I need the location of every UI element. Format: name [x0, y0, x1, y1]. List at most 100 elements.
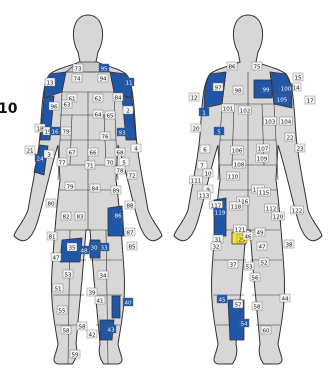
back-region-number-110: 110	[228, 174, 239, 180]
back-region-number-47: 47	[258, 244, 266, 250]
back-region-number-44: 44	[281, 296, 289, 302]
back-region-number-54: 54	[240, 321, 248, 327]
front-region-number-77: 77	[58, 160, 66, 166]
back-region-number-120: 120	[273, 214, 284, 220]
back-region-number-75: 75	[253, 64, 261, 70]
front-region-number-24: 24	[36, 156, 44, 162]
front-region-number-95: 95	[100, 66, 108, 72]
front-region-number-65: 65	[106, 113, 114, 119]
back-region-number-32: 32	[212, 244, 219, 250]
back-region-number-100: 100	[281, 86, 292, 92]
front-region-number-84: 84	[114, 95, 122, 101]
front-region-number-62: 62	[94, 96, 101, 102]
front-thigh-right-zone	[108, 206, 124, 236]
front-figure	[14, 15, 162, 364]
front-region-number-94: 94	[99, 76, 107, 82]
back-region-number-49: 49	[256, 230, 264, 236]
back-region-number-106: 106	[232, 148, 243, 154]
front-region-number-68: 68	[116, 150, 124, 156]
back-region-number-112: 112	[266, 206, 277, 212]
front-region-number-4: 4	[134, 146, 138, 152]
front-region-number-73: 73	[74, 66, 82, 72]
back-region-number-38: 38	[285, 242, 293, 248]
back-region-number-58: 58	[253, 304, 261, 310]
back-region-number-105: 105	[277, 97, 288, 103]
front-region-number-96: 96	[50, 104, 58, 110]
front-region-number-72: 72	[128, 173, 135, 179]
front-region-number-59: 59	[71, 352, 79, 358]
front-region-number-58: 58	[78, 324, 86, 330]
front-region-number-3: 3	[47, 152, 51, 158]
front-region-number-43: 43	[107, 327, 115, 333]
front-region-number-76: 76	[101, 134, 109, 140]
back-region-number-22: 22	[286, 135, 293, 141]
front-region-number-78: 78	[116, 168, 124, 174]
front-region-number-79: 79	[62, 129, 70, 135]
front-region-number-47: 47	[52, 255, 60, 261]
back-region-number-97: 97	[214, 85, 222, 91]
front-region-number-5: 5	[122, 160, 126, 166]
back-region-number-56: 56	[251, 275, 259, 281]
front-shin-right-zone	[112, 296, 120, 318]
front-region-number-93: 93	[118, 130, 126, 136]
front-region-number-21: 21	[26, 148, 34, 154]
front-region-number-16: 16	[51, 129, 59, 135]
front-region-number-63: 63	[63, 102, 71, 108]
back-region-number-99: 99	[262, 87, 270, 93]
back-region-number-60: 60	[262, 328, 270, 334]
front-region-number-80: 80	[47, 201, 55, 207]
front-region-number-89: 89	[112, 188, 120, 194]
front-region-number-82: 82	[62, 214, 69, 220]
front-region-number-74: 74	[73, 76, 81, 82]
front-region-number-84: 84	[91, 186, 99, 192]
back-region-number-45: 45	[218, 297, 226, 303]
front-region-number-81: 81	[48, 234, 56, 240]
front-region-number-42: 42	[88, 332, 95, 338]
back-region-number-86: 86	[228, 64, 236, 70]
back-region-number-14: 14	[292, 85, 300, 91]
back-region-number-101: 101	[223, 106, 234, 112]
back-region-number-57: 57	[234, 302, 242, 308]
front-region-number-83: 83	[76, 214, 84, 220]
back-region-number-10: 10	[204, 171, 212, 177]
back-region-number-52: 52	[260, 260, 267, 266]
front-region-number-39: 39	[88, 290, 96, 296]
front-region-number-33: 33	[100, 245, 108, 251]
front-region-number-64: 64	[94, 112, 102, 118]
front-region-number-71: 71	[86, 163, 94, 169]
back-region-number-37: 37	[229, 262, 237, 268]
front-region-number-41: 41	[96, 298, 104, 304]
back-region-number-12: 12	[190, 95, 197, 101]
front-region-number-11: 11	[125, 80, 133, 86]
front-region-number-87: 87	[126, 230, 134, 236]
back-region-number-111: 111	[191, 178, 202, 184]
front-region-number-55: 55	[58, 308, 66, 314]
back-region-number-98: 98	[234, 88, 242, 94]
front-region-number-79: 79	[66, 184, 74, 190]
front-region-number-58: 58	[62, 328, 70, 334]
front-region-number-85: 85	[128, 244, 136, 250]
front-region-number-51: 51	[54, 286, 62, 292]
front-region-number-13: 13	[46, 80, 54, 86]
back-region-number-17: 17	[306, 98, 314, 104]
back-region-number-103: 103	[265, 119, 276, 125]
back-region-number-102: 102	[240, 108, 251, 114]
back-figure	[174, 15, 322, 364]
front-region-number-66: 66	[89, 150, 97, 156]
front-region-number-30: 30	[90, 245, 98, 251]
back-region-number-119: 119	[215, 210, 226, 216]
back-region-number-109: 109	[257, 156, 268, 162]
back-region-number-115: 115	[259, 190, 270, 196]
back-region-number-20: 20	[192, 126, 200, 132]
front-region-number-53: 53	[64, 272, 72, 278]
front-region-number-88: 88	[126, 203, 134, 209]
front-region-number-34: 34	[99, 273, 107, 279]
back-region-number-46: 46	[244, 234, 252, 240]
back-region-number-15: 15	[294, 75, 302, 81]
front-region-number-48: 48	[80, 248, 88, 254]
front-region-number-40: 40	[124, 300, 132, 306]
back-region-number-1: 1	[202, 110, 206, 116]
back-region-number-53: 53	[245, 264, 253, 270]
